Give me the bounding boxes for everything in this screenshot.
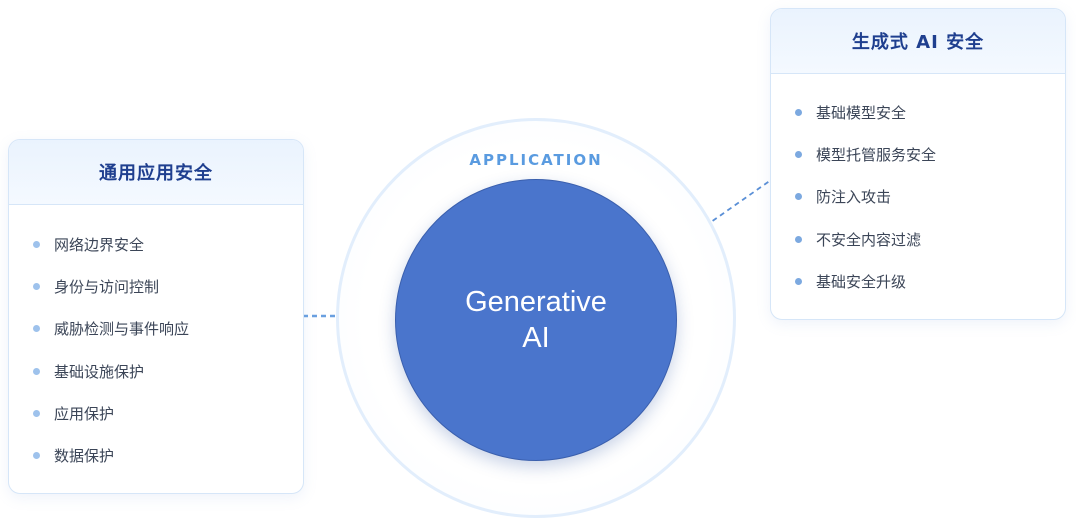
bullet-icon — [33, 409, 40, 417]
ring-label: APPLICATION — [469, 151, 603, 169]
card-header: 通用应用安全 — [9, 140, 303, 205]
list-item: 防注入攻击 — [795, 176, 1065, 218]
list-item-label: 应用保护 — [54, 404, 115, 423]
bullet-icon — [795, 108, 802, 116]
list-item-label: 基础安全升级 — [816, 272, 907, 291]
generative-ai-security-card: 生成式 AI 安全 基础模型安全 模型托管服务安全 防注入攻击 不安全内容过滤 … — [770, 8, 1066, 320]
bullet-icon — [33, 240, 40, 248]
list-item: 模型托管服务安全 — [795, 133, 1065, 175]
list-item-label: 网络边界安全 — [54, 235, 145, 254]
card-title: 生成式 AI 安全 — [851, 32, 985, 53]
core-label-line1: Generative — [465, 286, 607, 318]
list-item-label: 身份与访问控制 — [54, 277, 160, 296]
list-item: 基础设施保护 — [33, 350, 303, 392]
list-item: 网络边界安全 — [33, 223, 303, 265]
core-label-line2: AI — [522, 322, 550, 354]
list-item: 应用保护 — [33, 392, 303, 434]
list-item: 基础安全升级 — [795, 260, 1065, 302]
list-item: 基础模型安全 — [795, 91, 1065, 133]
list-item: 威胁检测与事件响应 — [33, 308, 303, 350]
bullet-icon — [795, 277, 802, 285]
list-item-label: 威胁检测与事件响应 — [54, 320, 190, 339]
list-item-label: 数据保护 — [54, 447, 115, 466]
bullet-icon — [33, 452, 40, 460]
list-item-label: 防注入攻击 — [816, 188, 892, 207]
bullet-icon — [33, 325, 40, 333]
bullet-icon — [33, 367, 40, 375]
card-header: 生成式 AI 安全 — [771, 9, 1065, 74]
card-title: 通用应用安全 — [99, 163, 213, 184]
list-item-label: 基础设施保护 — [54, 362, 145, 381]
bullet-icon — [33, 282, 40, 290]
list-item-label: 模型托管服务安全 — [816, 145, 937, 164]
item-list: 网络边界安全 身份与访问控制 威胁检测与事件响应 基础设施保护 应用保护 数据保… — [9, 205, 303, 477]
generative-ai-core: Generative AI — [395, 179, 677, 461]
list-item: 数据保护 — [33, 434, 303, 476]
bullet-icon — [795, 150, 802, 158]
list-item-label: 不安全内容过滤 — [816, 230, 922, 249]
list-item-label: 基础模型安全 — [816, 103, 907, 122]
list-item: 不安全内容过滤 — [795, 218, 1065, 260]
bullet-icon — [795, 235, 802, 243]
bullet-icon — [795, 193, 802, 201]
list-item: 身份与访问控制 — [33, 265, 303, 307]
general-app-security-card: 通用应用安全 网络边界安全 身份与访问控制 威胁检测与事件响应 基础设施保护 应… — [8, 139, 304, 494]
item-list: 基础模型安全 模型托管服务安全 防注入攻击 不安全内容过滤 基础安全升级 — [771, 74, 1065, 302]
